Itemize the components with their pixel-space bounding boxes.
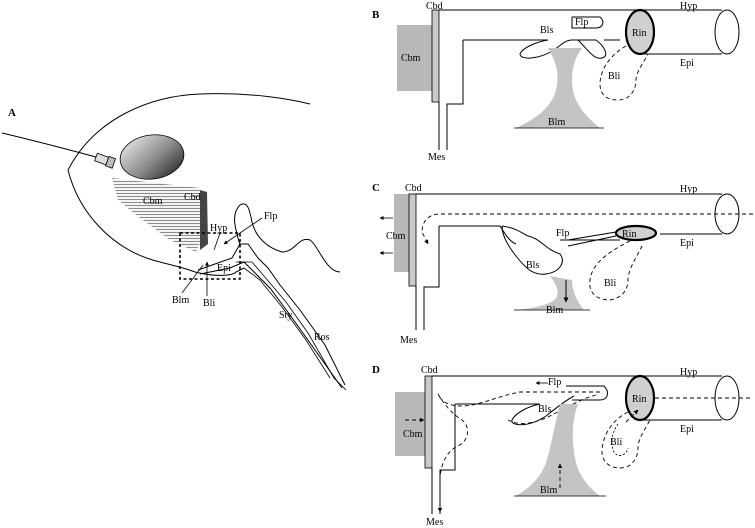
canal-left-wall-d [431,404,456,514]
label-bli-b: Bli [608,71,620,82]
bli-pocket-b [599,45,649,101]
bls-sac-c [501,225,563,275]
label-epi-b: Epi [680,58,694,69]
tube-b [604,9,722,55]
label-cbm-c: Cbm [386,231,406,242]
label-flp-a: Flp [264,211,277,222]
panel-b-label: B [372,9,380,21]
label-hyp-d: Hyp [680,367,697,378]
cbd-bar-d [424,375,433,469]
label-epi-a: Epi [217,263,231,274]
cbm-block-b [397,25,432,91]
flp-top-b [571,16,604,29]
panel-b: B Cbd Cbm Mes Flp Rin Hyp Epi Bls Bli Bl… [372,1,740,163]
panel-a: A Cbm Cbd Hyp Flp Epi Blm Bli Sty Ros [1,93,347,391]
detail-box [179,232,241,280]
label-ros-a: Ros [314,332,330,343]
label-bls-c: Bls [526,260,539,271]
pointer-flp-a [223,217,263,245]
cbm-block-d [395,392,425,456]
stylet [243,267,331,379]
bli-pocket-d [601,411,651,469]
brain-region [119,134,185,180]
canal-left-wall-c [415,226,440,330]
blm-muscle-b [516,48,600,128]
label-hyp-b: Hyp [680,1,697,12]
label-flp-d: Flp [548,377,561,388]
cbd-bar-c [408,193,417,287]
pointer-blm-a [181,264,204,294]
label-flp-c: Flp [556,228,569,239]
label-blm-c: Blm [546,305,563,316]
pointer-hyp-a [213,232,221,251]
rin-ring-b [624,8,656,56]
label-bls-b: Bls [540,25,553,36]
label-epi-d: Epi [680,424,694,435]
label-bli-c: Bli [604,278,616,289]
arrow-rin-d [625,409,639,423]
label-sty-a: Sty [279,310,292,321]
tube-end-b [714,9,740,55]
electrode-icon [94,152,117,169]
flp-flap-c [567,231,617,247]
label-blm-a: Blm [172,295,189,306]
label-bli-a: Bli [203,298,215,309]
rin-ring-d [624,374,656,422]
label-cbm-a: Cbm [143,196,163,207]
label-cbd-b: Cbd [426,1,443,12]
cbm-block-c [394,194,411,272]
label-mes-d: Mes [426,517,443,528]
label-hyp-c: Hyp [680,184,697,195]
frons-outline [234,203,341,273]
label-blm-b: Blm [548,117,565,128]
panel-d-label: D [372,364,380,376]
panel-d: D Cbd Cbm Mes Flp Bls Rin Hyp Epi Bli [372,364,753,528]
panel-c-label: C [372,182,380,194]
label-bli-d: Bli [610,437,622,448]
flow-path-d-upper [507,394,597,425]
flp-flap-b [572,39,607,59]
label-flp-b: Flp [575,17,588,28]
bli-pocket-c [589,240,643,301]
label-cbd-c: Cbd [405,183,422,194]
panel-a-label: A [8,107,16,119]
bli-inner-d [611,423,629,456]
panel-c: C Cbd Cbm Mes Bls Flp Rin Hyp Epi Bli [372,182,753,346]
rin-ring-c [614,224,658,242]
label-rin-c: Rin [622,229,636,240]
label-mes-c: Mes [400,335,417,346]
label-rin-b: Rin [632,28,646,39]
cbd-bar-b [431,9,440,103]
label-cbm-d: Cbm [403,429,423,440]
label-mes-b: Mes [428,152,445,163]
label-cbd-d: Cbd [421,365,438,376]
canal-left-wall-b [438,40,464,150]
label-blm-d: Blm [540,485,557,496]
cbm-region-a [112,178,205,252]
canal-outline-c [416,193,722,245]
label-cbd-a: Cbd [184,192,201,203]
label-epi-c: Epi [680,238,694,249]
label-cbm-b: Cbm [401,53,421,64]
cbd-bar-a [200,190,208,250]
label-rin-d: Rin [632,394,646,405]
tube-d [632,375,722,421]
proboscis-inner [236,261,347,391]
tube-c [560,233,722,241]
proboscis-lower [199,261,343,389]
label-hyp-a: Hyp [210,223,227,234]
blm-muscle-d [516,404,600,496]
electrode-wire [1,132,97,158]
flp-flap-d [566,385,608,401]
label-bls-d: Bls [538,404,551,415]
proboscis-upper [197,243,346,386]
